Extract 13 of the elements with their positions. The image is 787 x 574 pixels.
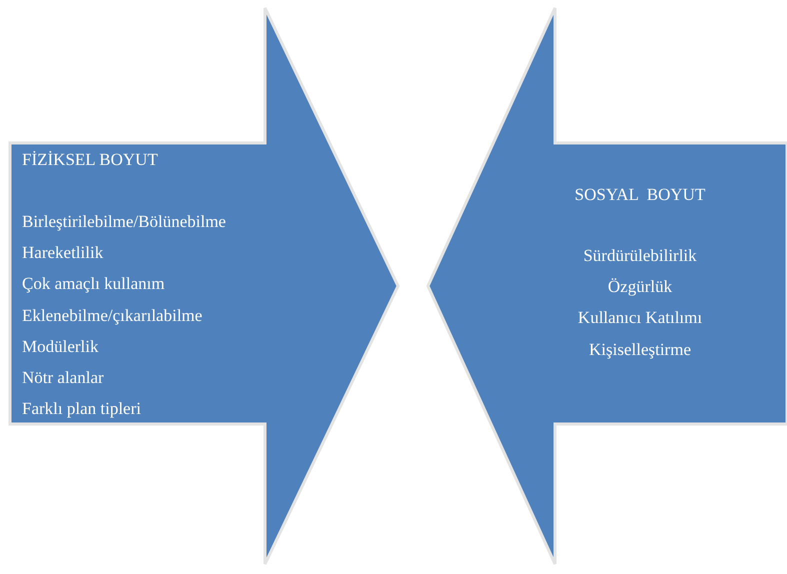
list-item: Hareketlilik [22, 243, 104, 264]
list-item: Nötr alanlar [22, 368, 104, 388]
list-item: Birleştirilebilme/Bölünebilme [22, 212, 226, 232]
section-heading: FİZİKSEL BOYUT [22, 150, 158, 170]
list-item: Kullanıcı Katılımı [578, 308, 702, 328]
list-item: Sürdürülebilirlik [583, 246, 697, 266]
list-item: Farklı plan tipleri [22, 399, 141, 420]
list-item: Çok amaçlı kullanım [22, 274, 165, 294]
list-item: Eklenebilme/çıkarılabilme [22, 306, 202, 326]
list-item: Kişiselleştirme [589, 340, 691, 360]
section-heading: SOSYAL BOYUT [574, 185, 706, 205]
list-item: Modülerlik [22, 336, 98, 357]
list-item: Özgürlük [608, 277, 672, 298]
